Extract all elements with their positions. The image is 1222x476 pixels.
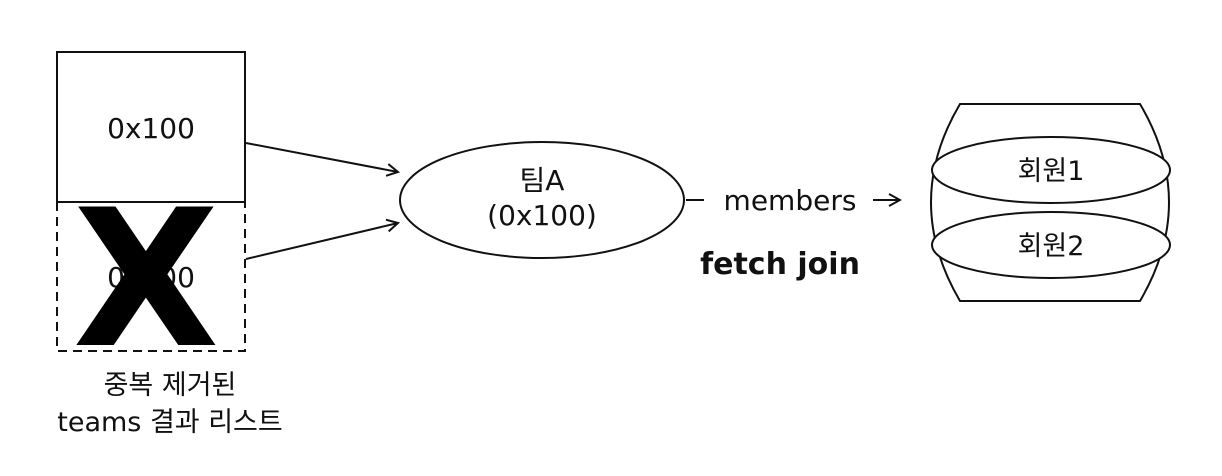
member-2-label: 회원2 (1018, 231, 1085, 262)
result-row-kept-address: 0x100 (107, 112, 195, 145)
result-list-caption-line1: 중복 제거된 (104, 370, 237, 401)
team-ellipse (399, 141, 685, 259)
members-collection: 회원1 회원2 (930, 103, 1171, 302)
result-row-kept: 0x100 (56, 51, 246, 203)
fetch-join-label: fetch join (700, 247, 860, 282)
result-list-caption-line2: teams 결과 리스트 (57, 407, 282, 438)
member-2-ellipse (931, 211, 1171, 279)
removed-x-mark: X (73, 169, 220, 390)
result-row-kept-box (56, 51, 246, 203)
result-row-removed-address: 0x100 (107, 261, 195, 294)
result-row-removed: 0x100 X (56, 169, 246, 390)
team-node: 팀A (0x100) (399, 141, 685, 259)
team-name: 팀A (520, 164, 565, 197)
team-address: (0x100) (487, 199, 597, 232)
arrow-row1-to-team (245, 142, 398, 172)
member-1-label: 회원1 (1018, 156, 1085, 187)
result-row-removed-box (56, 202, 246, 352)
members-label: members (724, 184, 857, 217)
arrow-row2-to-team (245, 223, 398, 260)
member-1-ellipse (931, 136, 1171, 204)
